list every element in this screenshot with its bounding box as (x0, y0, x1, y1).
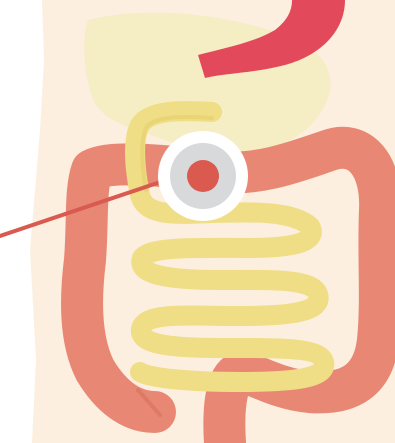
marker-dot (187, 160, 219, 192)
location-marker (158, 131, 248, 221)
